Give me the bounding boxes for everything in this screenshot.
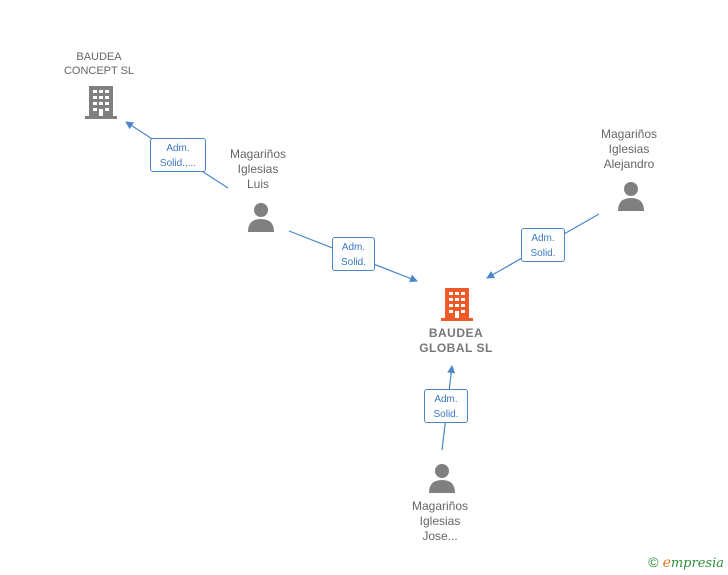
relation-label-luis-global[interactable]: Adm. Solid. [332,237,375,271]
building-icon[interactable] [85,84,117,120]
person-icon[interactable] [617,181,645,211]
relation-label-jose-global[interactable]: Adm. Solid. [424,389,468,423]
copyright-symbol: © [648,554,659,570]
brand-initial: e [662,555,671,571]
node-label-baudea-global: BAUDEA GLOBAL SL [419,326,493,355]
person-icon[interactable] [428,463,456,493]
relation-label-alejandro-global[interactable]: Adm. Solid. [521,228,565,262]
node-label-alejandro: Magariños Iglesias Alejandro [600,127,658,171]
building-icon[interactable] [441,286,473,322]
brand-logo[interactable]: ©empresia [648,554,724,571]
relation-label-luis-concept[interactable]: Adm. Solid.,... [150,138,206,172]
node-label-jose: Magariños Iglesias Jose... [411,499,469,543]
brand-name: mpresia [670,556,724,571]
node-label-luis: Magariños Iglesias Luis [229,147,287,191]
node-label-baudea-concept: BAUDEA CONCEPT SL [63,51,135,77]
person-icon[interactable] [247,202,275,232]
